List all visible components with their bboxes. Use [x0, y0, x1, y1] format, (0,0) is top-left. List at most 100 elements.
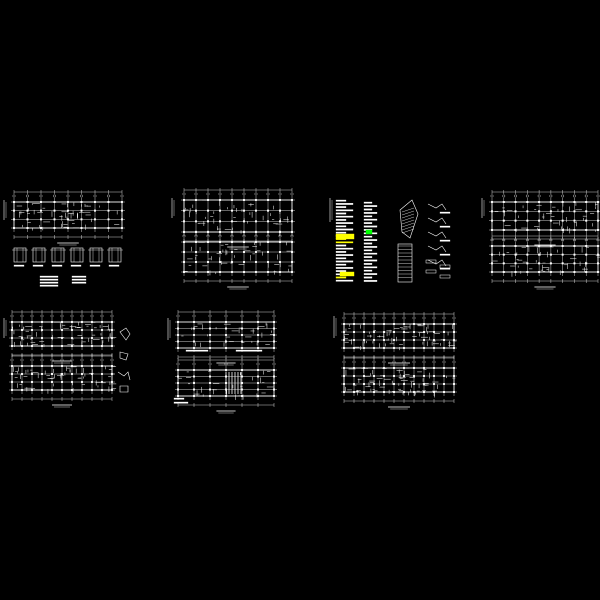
column-node [41, 381, 44, 384]
axis-bubble [256, 362, 260, 366]
column-node [192, 327, 195, 330]
column-node [230, 198, 233, 201]
column-node [353, 347, 356, 350]
axis-bubble [584, 238, 588, 242]
text-line [439, 239, 451, 242]
column-node [383, 347, 386, 350]
axis-bubble [290, 192, 294, 196]
column-node [443, 375, 446, 378]
column-node [208, 395, 211, 398]
column-node [182, 198, 185, 201]
column-node [192, 340, 195, 343]
axis-bubble [70, 358, 74, 362]
general-note-line [335, 222, 354, 224]
axis-bubble [573, 238, 576, 242]
column-node [538, 253, 541, 256]
column-node [502, 200, 505, 203]
column-node [561, 200, 564, 203]
column-node [31, 329, 34, 332]
stair-tread [401, 225, 415, 231]
column-node [561, 253, 564, 256]
column-node [279, 261, 282, 264]
column-node [100, 337, 103, 340]
column-node [176, 340, 179, 343]
column-node [51, 345, 54, 348]
column-node [383, 391, 386, 394]
column-node [254, 250, 257, 253]
column-node [40, 200, 43, 203]
column-node [573, 253, 576, 256]
column-node [453, 375, 456, 378]
general-note-line [335, 270, 347, 272]
axis-bubble [40, 314, 44, 318]
column-node [538, 228, 541, 231]
column-node [53, 209, 56, 212]
column-node [80, 218, 83, 221]
axis-bubble [490, 238, 494, 242]
text-line [70, 264, 82, 267]
text-line [89, 264, 101, 267]
column-node [80, 373, 83, 376]
column-node [70, 337, 73, 340]
column-node [403, 383, 406, 386]
column-node [291, 261, 294, 264]
plan-note [185, 349, 209, 352]
column-node [433, 383, 436, 386]
column-node [70, 365, 73, 368]
floor-plan-lower [341, 356, 457, 410]
column-node [70, 389, 73, 392]
sheet-5 [3, 310, 131, 408]
column-node [491, 244, 494, 247]
general-note-line [335, 276, 347, 279]
sheet-7 [333, 312, 457, 410]
column-node [514, 210, 517, 213]
axis-bubble [514, 238, 517, 242]
column-node [51, 373, 54, 376]
column-node [182, 261, 185, 264]
column-node [443, 391, 446, 394]
column-node [267, 261, 270, 264]
column-node [31, 337, 34, 340]
axis-bubble [10, 314, 14, 318]
column-node [176, 388, 179, 391]
axis-bubble [218, 234, 222, 238]
text-line [51, 264, 63, 267]
column-node [120, 218, 123, 221]
column-node [242, 220, 245, 223]
column-node [224, 340, 227, 343]
text-line [39, 275, 59, 278]
plan-note [235, 349, 263, 352]
column-node [61, 321, 64, 324]
column-node [353, 323, 356, 326]
column-node [21, 321, 24, 324]
column-node [514, 271, 517, 274]
text-line [439, 225, 451, 228]
column-node [597, 219, 600, 222]
column-node [393, 323, 396, 326]
column-node [61, 381, 64, 384]
column-node [31, 345, 34, 348]
column-node [206, 209, 209, 212]
column-node [291, 220, 294, 223]
column-node [10, 389, 13, 392]
column-node [107, 200, 110, 203]
detail-note-line [363, 212, 378, 214]
node-details [425, 203, 451, 279]
general-note-line [335, 254, 354, 256]
column-node [423, 391, 426, 394]
column-node [194, 261, 197, 264]
column-node [194, 250, 197, 253]
text-line [439, 253, 451, 256]
column-node [240, 382, 243, 385]
axis-bubble [549, 238, 553, 242]
column-node [240, 321, 243, 324]
column-node [549, 210, 552, 213]
axis-bubble [412, 316, 416, 320]
column-node [453, 323, 456, 326]
column-node [585, 271, 588, 274]
column-node [343, 339, 346, 342]
column-node [443, 339, 446, 342]
column-node [51, 321, 54, 324]
axis-bubble [452, 316, 456, 320]
